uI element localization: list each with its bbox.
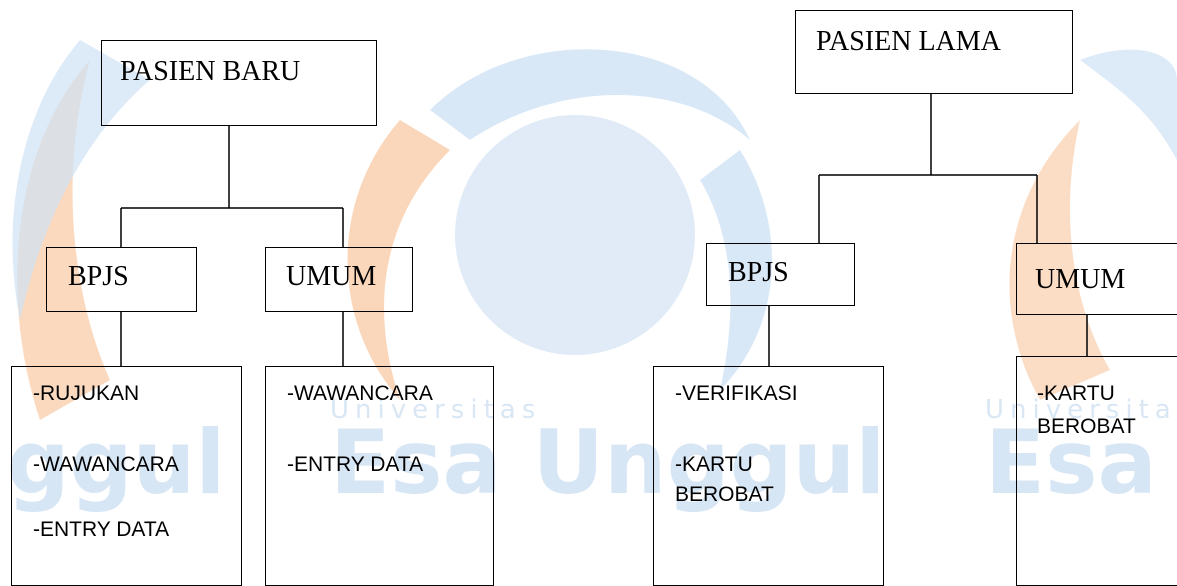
list-item-wawancara: -WAWANCARA bbox=[287, 382, 433, 405]
esa-unggul-watermark: Universitas Universitas Esa Unggul Esa U… bbox=[0, 40, 1177, 514]
umum-box-new: UMUM bbox=[265, 247, 413, 312]
bpjs-label-old: BPJS bbox=[728, 257, 789, 288]
watermark-globe bbox=[455, 115, 695, 355]
watermark-swirl-blue-center-2 bbox=[700, 150, 773, 390]
list-item-rujukan: -RUJUKAN bbox=[33, 382, 140, 405]
root-box-pasien-lama: PASIEN LAMA bbox=[795, 10, 1073, 94]
list-item-kartu: -KARTU bbox=[1037, 382, 1115, 405]
list-item-berobat: BEROBAT bbox=[675, 483, 774, 506]
list-box-bpjs-old: -VERIFIKASI -KARTU BEROBAT bbox=[653, 366, 884, 586]
list-item-kartu: -KARTU bbox=[675, 453, 753, 476]
list-box-bpjs-new: -RUJUKAN -WAWANCARA -ENTRY DATA bbox=[11, 366, 242, 586]
root-box-pasien-baru: PASIEN BARU bbox=[101, 40, 377, 126]
list-item-wawancara: -WAWANCARA bbox=[33, 453, 179, 476]
connector-lines bbox=[120, 93, 1088, 366]
root-label-pasien-lama: PASIEN LAMA bbox=[816, 26, 1001, 57]
list-item-entry-data: -ENTRY DATA bbox=[287, 453, 424, 476]
list-item-verifikasi: -VERIFIKASI bbox=[675, 382, 798, 405]
bpjs-box-new: BPJS bbox=[46, 247, 197, 312]
watermark-big-text-right: Esa Unggul bbox=[985, 411, 1177, 514]
watermark-big-text-center: Esa Unggul bbox=[330, 411, 885, 514]
list-box-umum-old: -KARTU BEROBAT bbox=[1016, 356, 1177, 586]
root-label-pasien-baru: PASIEN BARU bbox=[120, 56, 301, 87]
bpjs-label-new: BPJS bbox=[68, 261, 129, 292]
umum-label-new: UMUM bbox=[286, 261, 377, 292]
watermark-small-text-left: Universitas bbox=[330, 395, 541, 425]
watermark-swirl-blue-left bbox=[12, 40, 150, 320]
watermark-swirl-orange-center bbox=[347, 120, 450, 400]
umum-label-old: UMUM bbox=[1035, 264, 1126, 295]
watermark-swirl-blue-right bbox=[1080, 49, 1177, 160]
watermark-small-text-right: Universitas bbox=[985, 395, 1177, 425]
watermark-swirl-orange-right bbox=[1009, 120, 1110, 400]
list-box-umum-new: -WAWANCARA -ENTRY DATA bbox=[265, 366, 494, 586]
list-item-entry-data: -ENTRY DATA bbox=[33, 518, 170, 541]
watermark-big-text-left: Esa Unggul bbox=[0, 411, 225, 514]
watermark-swirl-blue-center bbox=[430, 49, 750, 140]
bpjs-box-old: BPJS bbox=[706, 243, 855, 306]
umum-box-old: UMUM bbox=[1016, 243, 1177, 315]
list-item-berobat: BEROBAT bbox=[1037, 415, 1136, 438]
